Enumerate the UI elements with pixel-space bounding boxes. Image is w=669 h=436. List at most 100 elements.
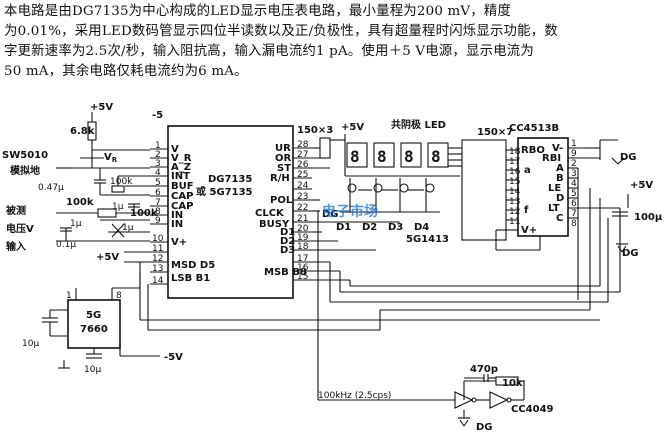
dg-ground-osc: DG [476, 422, 493, 433]
digit-label-d4: D4 [414, 222, 429, 233]
pin-label: MSD D5 [171, 260, 215, 271]
pin-num: 2 [571, 159, 577, 169]
dg-ground-1: DG [620, 152, 637, 163]
pin-label: A_Z [171, 162, 191, 173]
icl7660-pin1: 1 [66, 291, 72, 301]
pin-label: V+ [171, 237, 187, 248]
description-text: 本电路是由DG7135为中心构成的LED显示电压表电路，最小量程为200 mV，… [4, 2, 664, 82]
pin-num: 7 [155, 198, 161, 208]
pin-label: LE [548, 183, 561, 194]
pin-num: 11 [152, 244, 163, 254]
icl7660-name1: 5G [86, 310, 101, 321]
pin-label: POL [270, 195, 293, 206]
pin-label: IN [171, 219, 183, 230]
oscillator-block: 100kHz (2.5cps) 470p 10k CC4049 DG [317, 211, 554, 433]
pin-num: 2 [155, 150, 161, 160]
pin-num: 13 [152, 264, 163, 274]
pin-num: 11 [509, 217, 520, 227]
pin-label: A [556, 163, 564, 174]
pin-label: D [556, 193, 564, 204]
description-line-4: 50 mA，其余电路仅耗电流约为6 mA。 [4, 64, 248, 79]
pin-num: 14 [509, 187, 521, 197]
icl7660-chip [67, 299, 121, 349]
pin-num: 17 [509, 157, 520, 167]
plus5v-b-label: +5V [96, 252, 119, 263]
pin-num: 7 [571, 209, 577, 219]
pin-num: 10 [152, 234, 164, 244]
pin-num: 3 [155, 159, 161, 169]
analog-ground-label: 模拟地 [10, 164, 40, 177]
dg-ground-mid: DG [322, 209, 339, 220]
pin-num: 26 [297, 160, 309, 170]
pin-num: 3 [571, 169, 577, 179]
pin-label: CAP [171, 191, 193, 202]
pin-num: 27 [297, 150, 308, 160]
description-line-3: 字更新速率为2.5次/秒，输入阻抗高，输入漏电流约1 pA。使用＋5 V电源，显… [4, 44, 534, 59]
sw5010-label: SW5010 [2, 150, 48, 161]
pin-label: V [171, 144, 179, 155]
bottom-bus-wires [139, 199, 620, 331]
pin-num: 19 [297, 233, 309, 243]
pin-num: 18 [509, 147, 521, 157]
pin-num: 17 [297, 254, 308, 264]
pin-num: 13 [509, 197, 520, 207]
dg-ground-2: DG [622, 248, 639, 259]
pin-num: 12 [509, 207, 520, 217]
c1u-a-label: 1μ [112, 202, 124, 212]
cc4049-label: CC4049 [511, 404, 554, 415]
pin-num: 15 [509, 177, 520, 187]
c1u-c-label: 1μ [70, 219, 82, 229]
pin-num: 23 [297, 192, 308, 202]
pin-num: 5 [155, 178, 161, 188]
pin-label: D2 [280, 236, 295, 247]
pin-label: LT [548, 203, 560, 214]
plus5v-label: +5V [90, 102, 113, 113]
pin-label: V_R [171, 153, 192, 164]
pin-num: 1 [571, 139, 577, 149]
pin-label: D3 [280, 245, 295, 256]
pin-num: 16 [297, 263, 309, 273]
digit-label-d2: D2 [362, 222, 377, 233]
c100u-label: 100μ [634, 212, 663, 223]
pin-label: MSB B8 [264, 267, 307, 278]
c470p-label: 470p [470, 364, 498, 375]
dg7135-left-pins: 1 2 3 4 5 6 7 8 9 10 11 12 13 14 V V_R A… [150, 141, 215, 286]
pin-num: 22 [297, 203, 308, 213]
led-digit-4: 8 [431, 147, 441, 166]
pin-label: R/H [270, 173, 290, 184]
icl7660-pin8: 8 [116, 291, 122, 301]
pin-label: CAP [171, 201, 193, 212]
pin-num: 4 [571, 179, 577, 189]
c10u-b-label: 10μ [84, 365, 101, 375]
pin-num: 9 [571, 149, 577, 159]
dg7135-name: DG7135 [208, 174, 252, 185]
pin-num: 16 [509, 167, 521, 177]
r150x7-label: 150×7 [477, 127, 513, 138]
r100k-b-label: 100k [66, 197, 94, 208]
digit-label-d1: D1 [336, 222, 351, 233]
transistor-array-label: 5G1413 [406, 234, 449, 245]
pin-label: f [524, 205, 529, 216]
led-digit-1: 8 [350, 147, 360, 166]
pin-label: RBI [542, 153, 561, 164]
r100k-a-label: 100k [110, 177, 133, 187]
c01-label: 0.1μ [56, 240, 76, 250]
r10k-label: 10k [502, 378, 523, 389]
led-digit-2: 8 [377, 147, 387, 166]
r68k-label: 6.8k [70, 126, 95, 137]
icl7660-name2: 7660 [80, 324, 108, 335]
pin-num: 24 [297, 181, 309, 191]
pin-label: B [556, 173, 564, 184]
pin-label: UR [275, 143, 291, 154]
pin-num: 21 [297, 214, 308, 224]
description-line-2: 为0.01%，采用LED数码管显示四位半读数以及正/负极性，具有超量程时闪烁显示… [4, 24, 558, 39]
pin-label: INT [171, 171, 190, 182]
watermark-logo: 电子市场 [322, 203, 378, 220]
digit-label-d3: D3 [388, 222, 403, 233]
decoder-name: CC4513B [509, 123, 559, 134]
plus5v-decoder-label: +5V [630, 180, 653, 191]
pin-label: OR [275, 153, 292, 164]
pin-num: 14 [152, 276, 164, 286]
dg7135-right-pins: UR OR ST R/H POL CLCK BUSY D1 D2 D3 MSB … [255, 140, 312, 282]
